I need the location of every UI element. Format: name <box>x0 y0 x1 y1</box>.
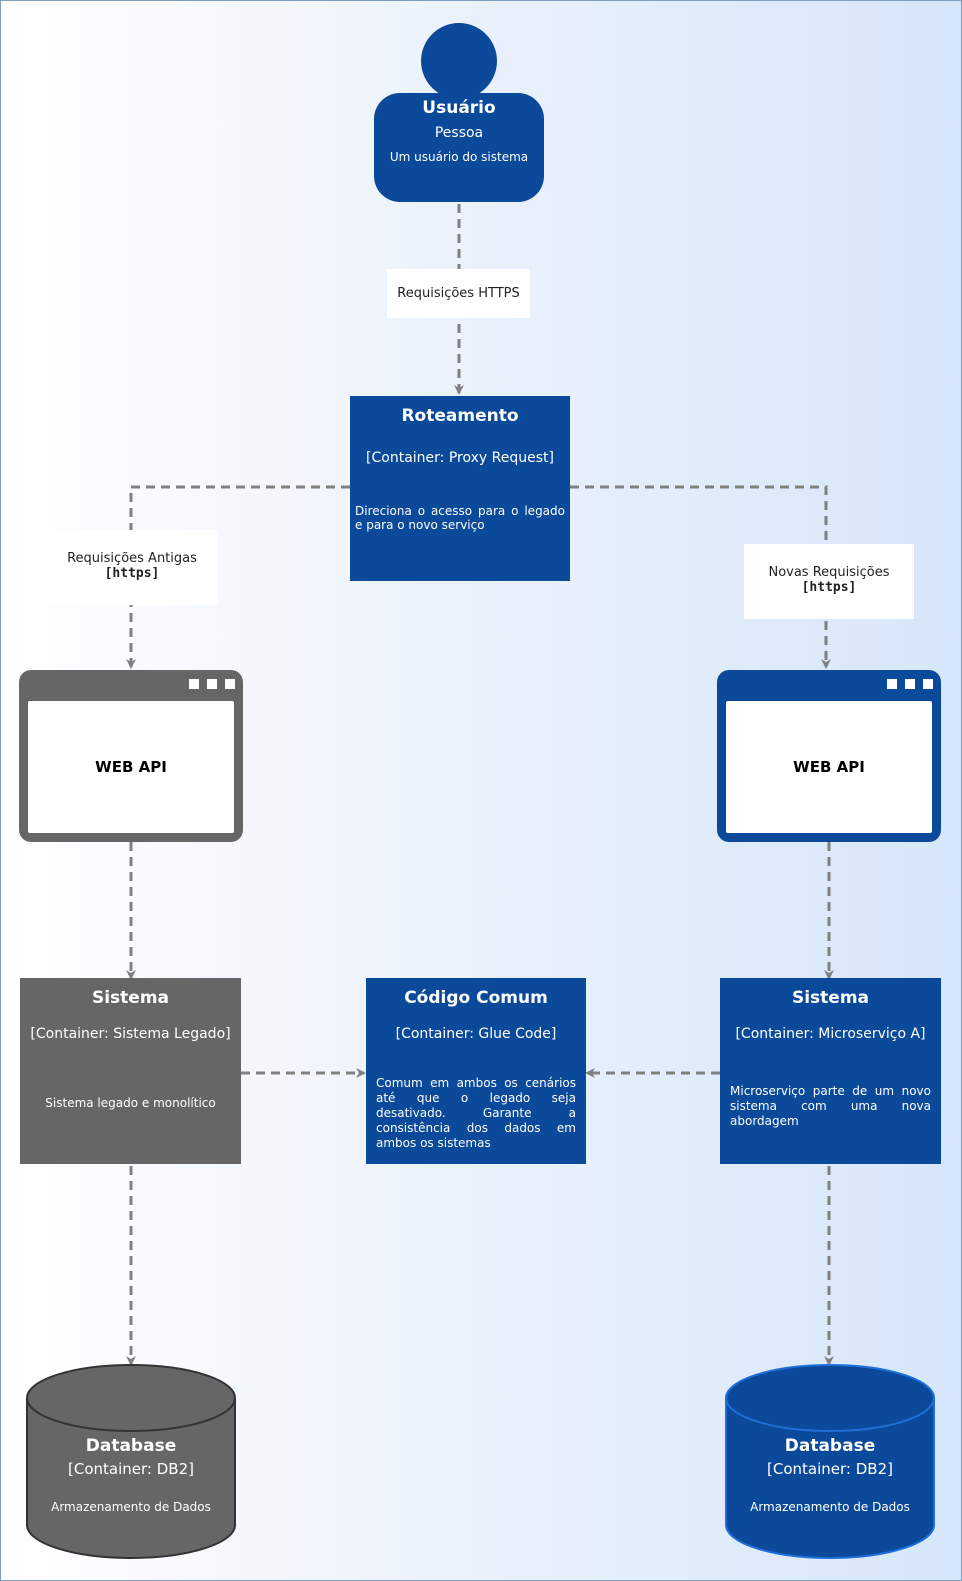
web-api-new-label: WEB API <box>726 701 932 833</box>
micro-system-container[interactable]: Sistema [Container: Microserviço A] Micr… <box>720 978 941 1164</box>
edge-label-https: Requisições HTTPS <box>387 269 530 318</box>
user-type: Pessoa <box>434 125 484 141</box>
legacy-system-description: Sistema legado e monolítico <box>45 1096 216 1110</box>
micro-system-tech: [Container: Microserviço A] <box>735 1026 926 1042</box>
user-person-head <box>421 23 497 99</box>
web-api-legacy[interactable]: WEB API <box>19 670 243 842</box>
common-code-title: Código Comum <box>404 988 548 1008</box>
edge-label-old-requests: Requisições Antigas [https] <box>46 530 218 605</box>
edge-label-https-text: Requisições HTTPS <box>397 286 520 301</box>
routing-title: Roteamento <box>401 406 519 426</box>
window-controls <box>887 679 933 689</box>
web-api-legacy-label: WEB API <box>28 701 234 833</box>
edge-label-old-protocol: [https] <box>104 566 160 581</box>
user-description: Um usuário do sistema <box>389 150 529 164</box>
legacy-system-title: Sistema <box>91 988 170 1008</box>
routing-tech: [Container: Proxy Request] <box>366 450 554 466</box>
legacy-system-tech: [Container: Sistema Legado] <box>30 1026 231 1042</box>
common-code-description: Comum em ambos os cenários até que o leg… <box>376 1076 576 1150</box>
db-new-text[interactable]: Database [Container: DB2] Armazenamento … <box>726 1436 934 1526</box>
web-api-new[interactable]: WEB API <box>717 670 941 842</box>
common-code-container[interactable]: Código Comum [Container: Glue Code] Comu… <box>366 978 586 1164</box>
user-title: Usuário <box>422 98 496 118</box>
edge-label-new-requests: Novas Requisições [https] <box>744 544 914 619</box>
db-legacy-description: Armazenamento de Dados <box>51 1500 211 1514</box>
db-new-title: Database <box>784 1436 876 1456</box>
routing-description: Direciona o acesso para o legado e para … <box>355 504 565 532</box>
user-person-node[interactable]: Usuário Pessoa Um usuário do sistema <box>374 93 544 202</box>
legacy-system-container[interactable]: Sistema [Container: Sistema Legado] Sist… <box>20 978 241 1164</box>
window-controls <box>189 679 235 689</box>
micro-system-description: Microserviço parte de um novo sistema co… <box>730 1084 931 1128</box>
db-new-cylinder <box>725 1364 935 1559</box>
db-legacy-title: Database <box>85 1436 177 1456</box>
routing-container[interactable]: Roteamento [Container: Proxy Request] Di… <box>350 396 570 581</box>
edge-label-new-text: Novas Requisições <box>768 565 890 580</box>
micro-system-title: Sistema <box>791 988 870 1008</box>
db-legacy-text[interactable]: Database [Container: DB2] Armazenamento … <box>27 1436 235 1526</box>
common-code-tech: [Container: Glue Code] <box>395 1026 557 1042</box>
db-new-description: Armazenamento de Dados <box>750 1500 910 1514</box>
db-legacy-cylinder <box>26 1364 236 1559</box>
edge-label-old-text: Requisições Antigas <box>67 551 197 566</box>
db-new-tech: [Container: DB2] <box>767 1460 893 1478</box>
db-legacy-tech: [Container: DB2] <box>68 1460 194 1478</box>
edge-routing-to-legacy-api <box>126 485 350 669</box>
edge-label-new-protocol: [https] <box>801 580 857 595</box>
